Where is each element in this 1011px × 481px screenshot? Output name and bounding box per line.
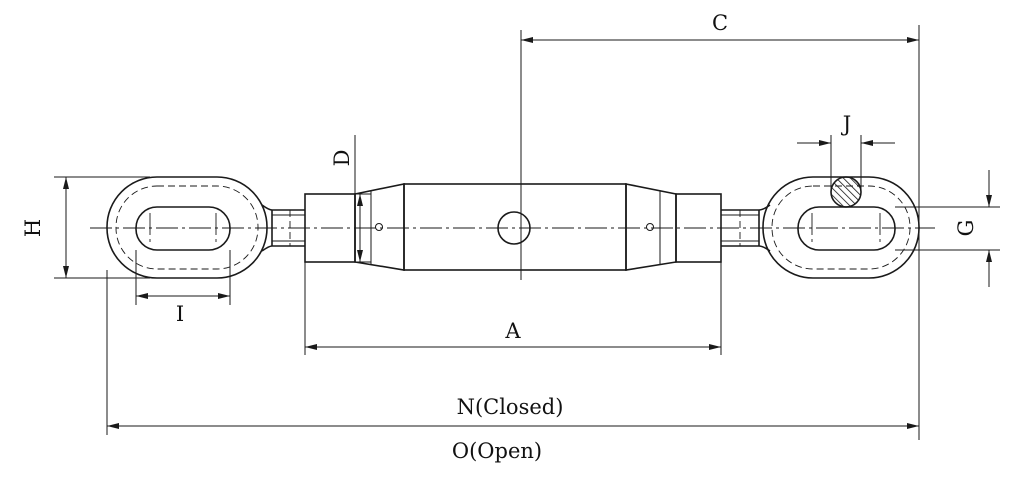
label-c: C bbox=[712, 11, 728, 35]
label-g: G bbox=[954, 220, 978, 237]
left-pin-hole bbox=[375, 223, 383, 231]
label-o-open: O(Open) bbox=[452, 439, 542, 463]
left-threaded-rod bbox=[261, 204, 305, 252]
left-eye-outer bbox=[106, 176, 268, 279]
label-d: D bbox=[330, 150, 354, 167]
wire-cross-section bbox=[830, 176, 862, 208]
center-hole bbox=[497, 211, 531, 245]
dimension-d: D bbox=[330, 135, 371, 263]
dimension-n-o: N(Closed) O(Open) bbox=[106, 270, 919, 463]
left-eye-dashed-outline bbox=[115, 185, 259, 270]
dimension-a: A bbox=[304, 262, 722, 355]
label-h: H bbox=[21, 219, 45, 237]
label-a: A bbox=[504, 319, 521, 343]
dimension-h: H bbox=[21, 176, 150, 279]
label-j: J bbox=[841, 112, 851, 136]
center-barrel bbox=[403, 183, 627, 271]
dimension-g: G bbox=[895, 170, 1000, 287]
label-n-closed: N(Closed) bbox=[457, 395, 564, 419]
left-taper bbox=[354, 183, 405, 271]
right-taper bbox=[625, 183, 677, 271]
left-eye bbox=[106, 176, 268, 279]
dimension-j: J bbox=[797, 112, 895, 192]
right-eye bbox=[762, 176, 920, 279]
left-eye-slot bbox=[135, 206, 231, 251]
right-threaded-rod bbox=[721, 204, 771, 252]
dimension-i: I bbox=[135, 250, 231, 326]
right-pin-hole bbox=[646, 223, 654, 231]
right-end-fitting bbox=[675, 193, 722, 263]
dimension-c: C bbox=[520, 11, 920, 440]
label-i: I bbox=[176, 302, 184, 326]
turnbuckle-body bbox=[304, 183, 722, 271]
